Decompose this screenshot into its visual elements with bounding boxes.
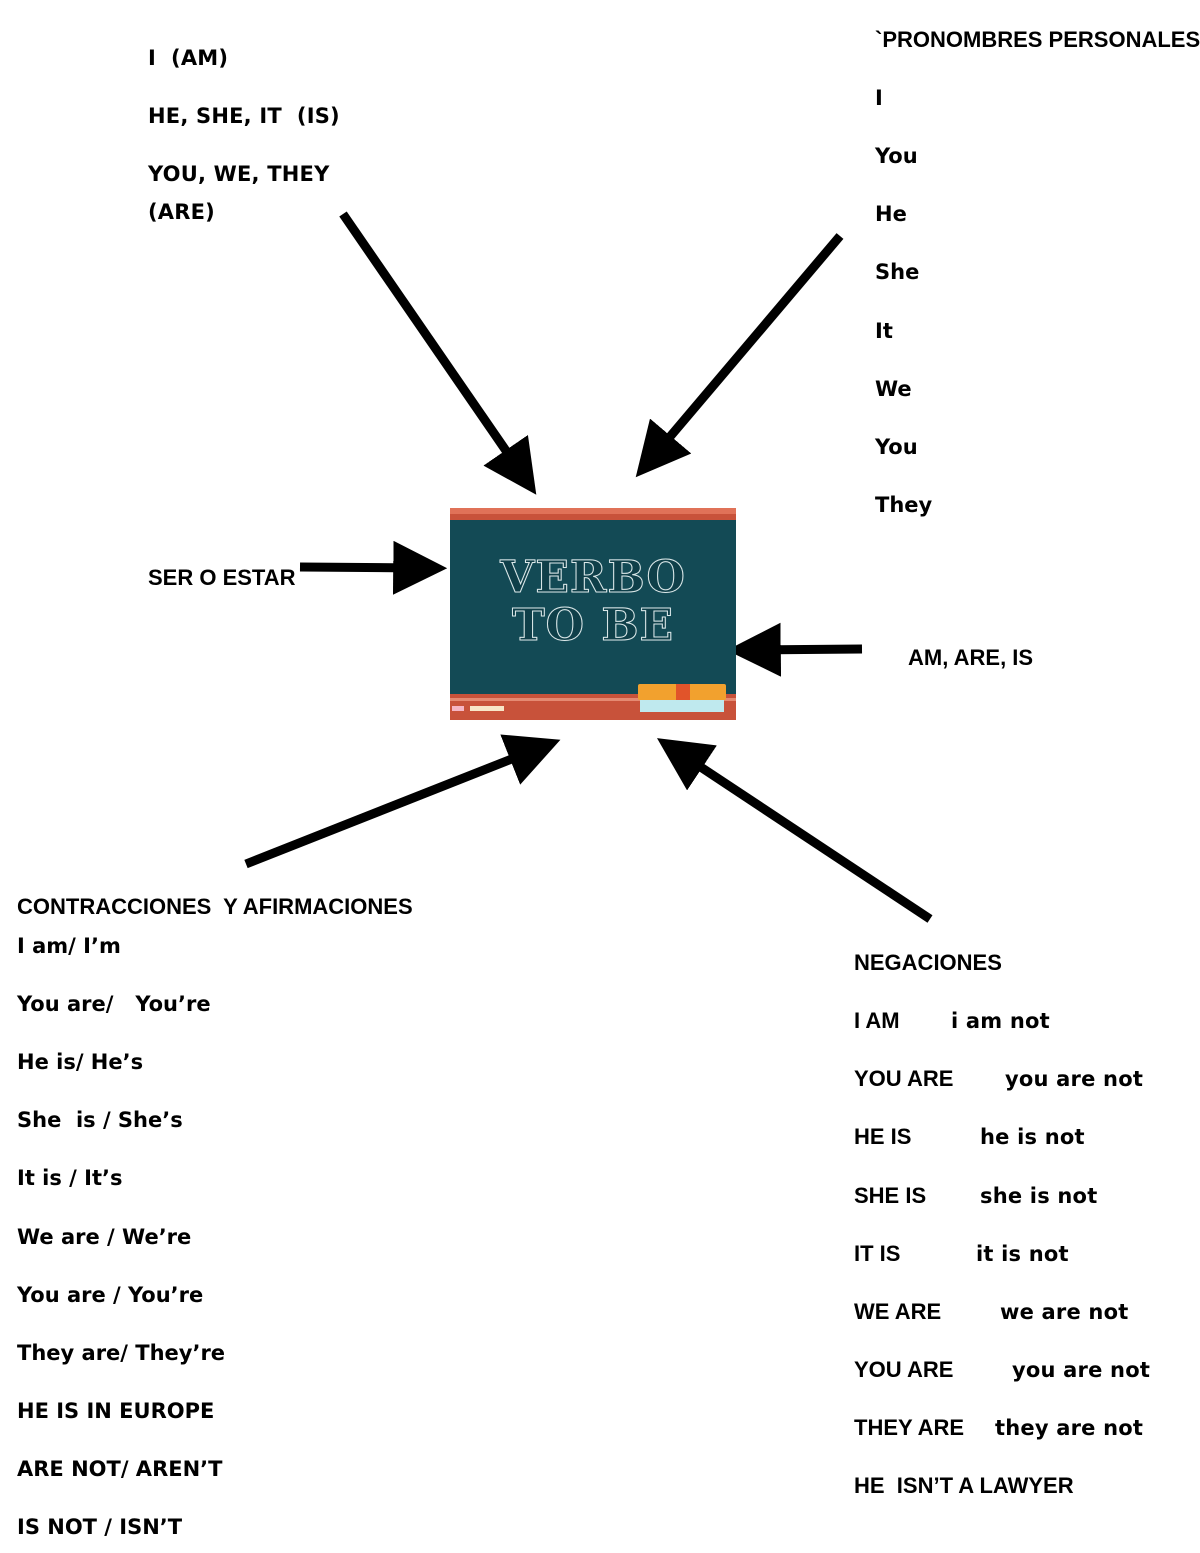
arrow-meaning-to-board bbox=[299, 540, 448, 595]
chalk-pink bbox=[452, 706, 464, 711]
negation-affirmative: SHE IS bbox=[854, 1183, 927, 1208]
pronouns-title: `PRONOMBRES PERSONALES bbox=[875, 27, 1200, 52]
negation-example: HE ISN’T A LAWYER bbox=[854, 1473, 1074, 1498]
negation-negative: you are not bbox=[1012, 1358, 1151, 1382]
negation-affirmative: WE ARE bbox=[854, 1299, 942, 1324]
negation-affirmative: YOU ARE bbox=[854, 1357, 954, 1382]
negation-affirmative: THEY ARE bbox=[854, 1415, 965, 1440]
contraction-item: I am/ I’m bbox=[17, 934, 121, 958]
conjugation-line-am: I (AM) bbox=[148, 46, 229, 70]
negation-affirmative: HE IS bbox=[854, 1124, 912, 1149]
conjugation-line-is: HE, SHE, IT (IS) bbox=[148, 104, 340, 128]
contraction-item: She is / She’s bbox=[17, 1108, 183, 1132]
arrow-conjugation-to-board bbox=[339, 211, 537, 495]
contractions-title: CONTRACCIONES Y AFIRMACIONES bbox=[17, 894, 413, 919]
pronoun-item: You bbox=[875, 435, 918, 459]
contraction-item: HE IS IN EUROPE bbox=[17, 1399, 215, 1423]
contraction-item: ARE NOT/ AREN’T bbox=[17, 1457, 223, 1481]
contraction-item: He is/ He’s bbox=[17, 1050, 144, 1074]
negation-negative: i am not bbox=[951, 1009, 1050, 1033]
negation-affirmative: I AM bbox=[854, 1008, 900, 1033]
pronoun-item: We bbox=[875, 377, 912, 401]
negation-negative: they are not bbox=[995, 1416, 1144, 1440]
arrow-pronouns-to-board bbox=[635, 233, 844, 478]
negation-affirmative: IT IS bbox=[854, 1241, 901, 1266]
pronoun-item: You bbox=[875, 144, 918, 168]
arrow-forms-to-board bbox=[726, 622, 863, 677]
negations-title: NEGACIONES bbox=[854, 950, 1002, 975]
pronoun-item: She bbox=[875, 260, 920, 284]
chalkboard-graphic bbox=[450, 508, 736, 720]
contraction-item: They are/ They’re bbox=[17, 1341, 226, 1365]
contraction-item: You are / You’re bbox=[17, 1283, 204, 1307]
forms-label: AM, ARE, IS bbox=[908, 645, 1034, 670]
pronoun-item: He bbox=[875, 202, 907, 226]
negation-negative: you are not bbox=[1005, 1067, 1144, 1091]
chalk-cream bbox=[470, 706, 504, 711]
contraction-item: We are / We’re bbox=[17, 1225, 192, 1249]
board-title-line1: VERBO bbox=[500, 552, 686, 603]
arrow-negations-to-board bbox=[656, 738, 933, 923]
negation-negative: we are not bbox=[1000, 1300, 1129, 1324]
contraction-item: You are/ You’re bbox=[17, 992, 211, 1016]
pronoun-item: They bbox=[875, 493, 933, 517]
contraction-item: It is / It’s bbox=[17, 1166, 123, 1190]
verb-to-be-chalkboard: VERBO TO BE bbox=[450, 508, 736, 720]
negation-negative: he is not bbox=[980, 1125, 1085, 1149]
negation-affirmative: YOU ARE bbox=[854, 1066, 954, 1091]
pronoun-item: It bbox=[875, 319, 893, 343]
negation-negative: she is not bbox=[980, 1184, 1098, 1208]
meaning-label: SER O ESTAR bbox=[148, 565, 296, 590]
negation-negative: it is not bbox=[976, 1242, 1069, 1266]
arrow-contractions-to-board bbox=[244, 734, 561, 869]
conjugation-line-are-form: (ARE) bbox=[148, 200, 215, 224]
contraction-item: IS NOT / ISN’T bbox=[17, 1515, 183, 1539]
pronoun-item: I bbox=[875, 86, 883, 110]
board-title-line2: TO BE bbox=[511, 600, 675, 651]
conjugation-line-are: YOU, WE, THEY bbox=[148, 162, 330, 186]
